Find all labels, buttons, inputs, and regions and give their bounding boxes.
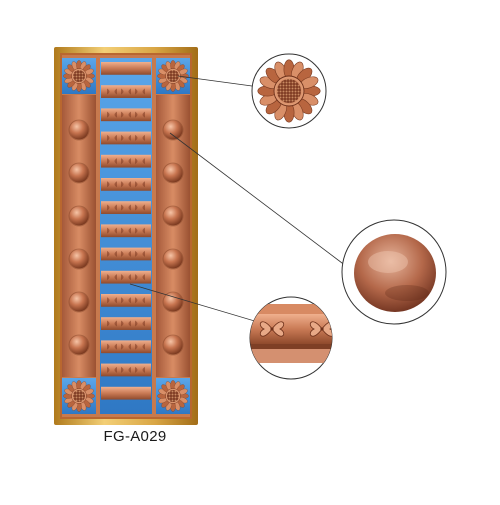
corner-rosettes xyxy=(63,60,189,412)
corner-rosette xyxy=(63,380,95,412)
center-slat xyxy=(101,270,151,284)
dome-boss xyxy=(162,334,184,356)
dome-boss xyxy=(162,119,184,141)
center-slat xyxy=(101,85,151,98)
center-slat xyxy=(101,294,151,307)
dome-boss xyxy=(162,205,184,227)
right-stile xyxy=(156,95,190,377)
callout-line-rosette xyxy=(177,75,253,87)
center-slat xyxy=(101,108,151,122)
rosette-detail xyxy=(257,59,321,123)
dome-boss xyxy=(68,291,90,313)
callout-lines xyxy=(129,75,347,323)
center-slat xyxy=(101,340,151,354)
butterfly-motif xyxy=(259,321,285,337)
center-slat xyxy=(101,131,151,145)
center-slat xyxy=(101,386,151,400)
dome-boss xyxy=(68,334,90,356)
detail-circle-rosette xyxy=(251,53,327,129)
dome-boss xyxy=(68,162,90,184)
door-panel xyxy=(54,47,198,425)
callout-line-slat xyxy=(129,283,259,323)
corner-rosette xyxy=(157,380,189,412)
center-slat xyxy=(101,224,151,238)
center-slat xyxy=(101,201,151,214)
center-slat xyxy=(101,317,151,330)
center-slat xyxy=(101,62,151,75)
center-slats xyxy=(101,62,151,400)
corner-rosette xyxy=(63,60,95,92)
dome-boss xyxy=(68,205,90,227)
center-slat xyxy=(101,247,151,261)
detail-circle-boss xyxy=(341,219,447,325)
dome-boss xyxy=(68,119,90,141)
center-slat xyxy=(101,178,151,191)
dome-boss xyxy=(162,248,184,270)
detail-circle-slat xyxy=(249,296,333,380)
dome-boss xyxy=(68,248,90,270)
dome-boss xyxy=(162,162,184,184)
model-code-caption: FG-A029 xyxy=(103,428,167,445)
center-slat xyxy=(101,154,151,168)
left-stile xyxy=(62,95,96,377)
sunflower-rosette-icon xyxy=(257,59,321,123)
dome-boss-icon xyxy=(354,234,436,312)
corner-rosette xyxy=(157,60,189,92)
dome-boss xyxy=(162,291,184,313)
callout-line-boss xyxy=(169,132,347,267)
center-slat xyxy=(101,363,151,377)
dome-bosses xyxy=(68,119,184,356)
